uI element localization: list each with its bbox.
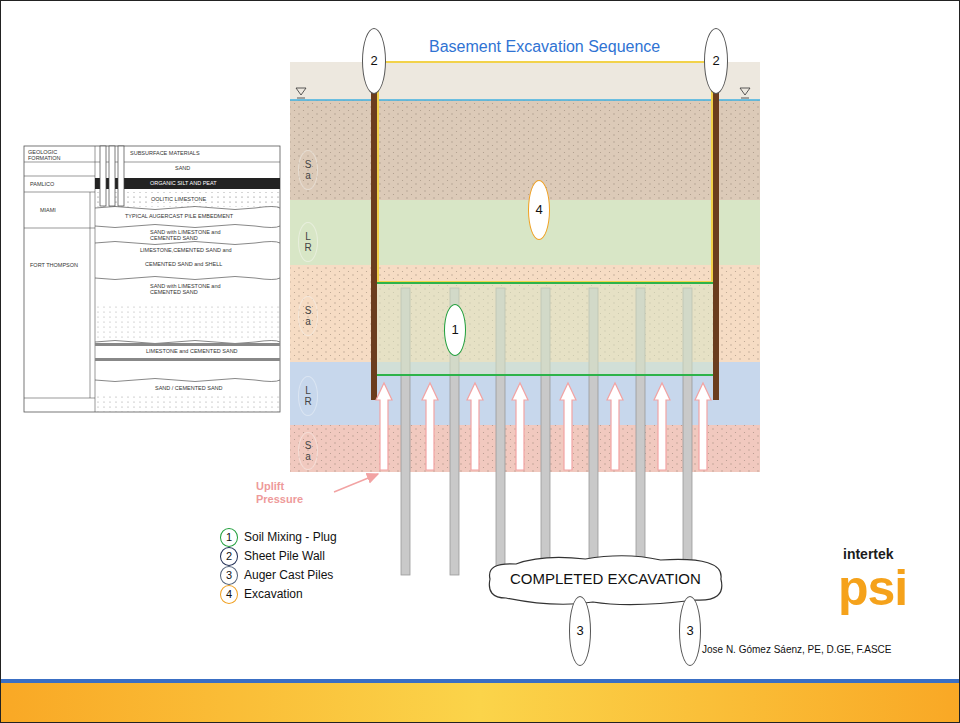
callout-number: 1 <box>226 531 232 543</box>
callout-number: 3 <box>226 569 232 581</box>
sheet-pile-wall <box>371 62 377 400</box>
geology-label: CEMENTED SAND and SHELL <box>145 261 222 267</box>
slide-title: Basement Excavation Sequence <box>429 38 660 56</box>
geology-label: SAND with LIMESTONE and CEMENTED SAND <box>150 229 225 242</box>
callout-oval: 2 <box>704 28 728 94</box>
geologic-column <box>24 146 280 412</box>
callout-oval: 3 <box>569 596 591 666</box>
legend-oval: 3 <box>220 566 238 585</box>
geology-label: SAND with LIMESTONE and CEMENTED SAND <box>150 283 225 296</box>
layer-code: S a <box>304 159 313 181</box>
layer-code: L R <box>304 231 313 253</box>
legend-text: Sheet Pile Wall <box>244 550 325 564</box>
uplift-label: Uplift Pressure <box>256 480 326 505</box>
excavation-outline <box>378 62 712 282</box>
callout-number: 2 <box>712 54 719 68</box>
geology-label: FORT THOMPSON <box>30 262 78 268</box>
callout-number: 2 <box>370 54 377 68</box>
legend-text: Excavation <box>244 588 303 602</box>
footer-line <box>0 679 960 683</box>
geology-label: GEOLOGIC FORMATION <box>28 149 88 162</box>
geology-label: LIMESTONE and CEMENTED SAND <box>145 348 239 354</box>
geology-label: SAND <box>175 165 190 171</box>
logo-text: intertek <box>843 546 894 562</box>
callout-oval: L R <box>298 376 318 416</box>
callout-oval: L R <box>298 222 318 262</box>
callout-number: 3 <box>576 624 583 638</box>
geology-label: LIMESTONE,CEMENTED SAND and <box>140 247 232 253</box>
callout-number: 1 <box>451 323 458 337</box>
callout-oval: 1 <box>444 304 466 356</box>
layer-code: S a <box>304 305 313 327</box>
callout-oval: S a <box>298 150 318 190</box>
legend-text: Soil Mixing - Plug <box>244 531 337 545</box>
callout-number: 2 <box>226 550 232 562</box>
callout-number: 3 <box>686 624 693 638</box>
uplift-arrows <box>376 383 711 470</box>
callout-oval: S a <box>298 296 318 336</box>
layer-code: S a <box>304 440 313 462</box>
callout-oval: 4 <box>528 180 550 240</box>
geology-label: PAMLICO <box>30 181 54 187</box>
geology-label: SAND / CEMENTED SAND <box>155 385 223 391</box>
cloud-label: COMPLETED EXCAVATION <box>510 571 701 588</box>
callout-number: 4 <box>535 203 542 217</box>
logo-text: psi <box>838 563 907 613</box>
layer-code: L R <box>304 385 313 407</box>
geology-label: OOLITIC LIMESTONE <box>150 196 207 202</box>
callout-oval: 3 <box>679 596 701 666</box>
legend-oval: 4 <box>220 585 238 604</box>
leader-line <box>334 474 378 492</box>
legend-text: Auger Cast Piles <box>244 569 333 583</box>
callout-number: 4 <box>226 588 232 600</box>
geology-label: SUBSURFACE MATERIALS <box>130 150 200 156</box>
author-credit: Jose N. Gómez Sáenz, PE, D.GE, F.ASCE <box>702 644 892 656</box>
geology-label: MIAMI <box>40 207 56 213</box>
soil-mixing-plug <box>376 283 716 375</box>
sheet-pile-wall <box>713 62 719 400</box>
geology-label: TYPICAL AUGERCAST PILE EMBEDMENT <box>125 213 233 219</box>
legend-oval: 1 <box>220 528 238 547</box>
footer-bar <box>0 683 960 723</box>
geology-label: ORGANIC SILT AND PEAT <box>150 180 217 186</box>
callout-oval: S a <box>298 432 318 470</box>
legend-oval: 2 <box>220 547 238 566</box>
callout-oval: 2 <box>362 28 386 94</box>
